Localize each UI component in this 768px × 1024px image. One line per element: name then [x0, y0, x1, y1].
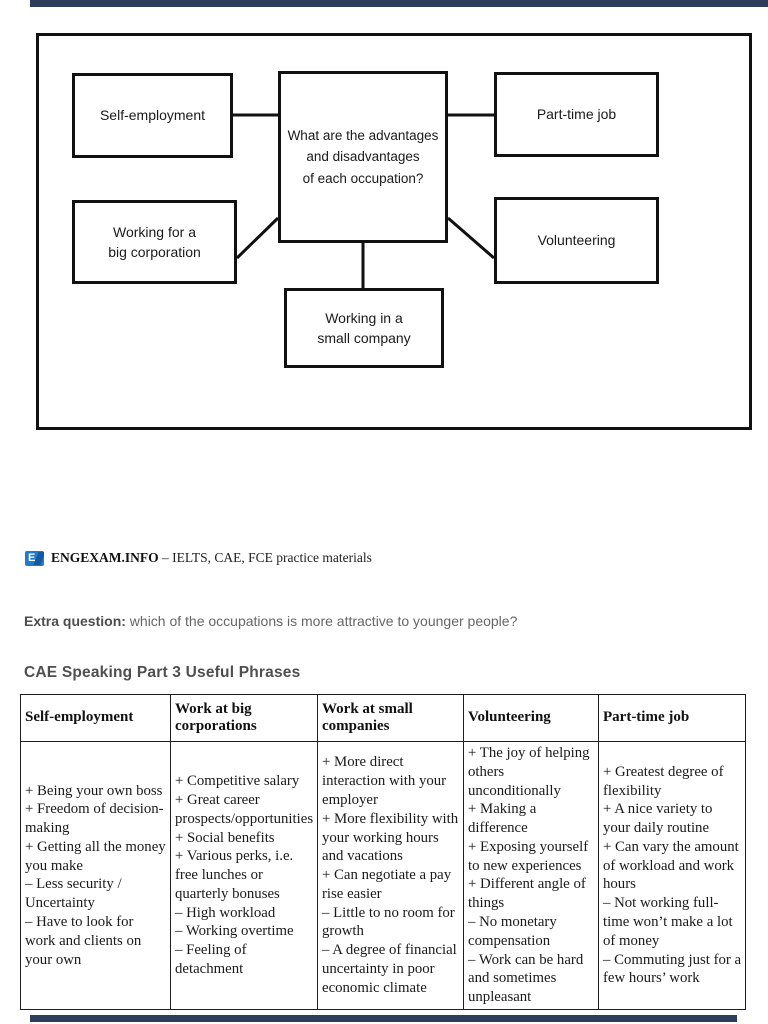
cell-part-time-job: + Greatest degree of flexibility + A nic… — [598, 741, 746, 1010]
node-part-time-job: Part-time job — [494, 72, 659, 157]
section-title: CAE Speaking Part 3 Useful Phrases — [24, 664, 301, 681]
page-top-separator — [30, 0, 768, 7]
node-working-big-corporation: Working for a big corporation — [72, 200, 237, 284]
occupations-diagram: Self-employment What are the advantages … — [36, 33, 752, 430]
engexam-logo-icon: E — [25, 550, 44, 566]
cell-self-employment: + Being your own boss + Freedom of decis… — [20, 741, 171, 1010]
useful-phrases-table: Self-employment Work at big corporations… — [20, 694, 746, 1010]
table-body-row: + Being your own boss + Freedom of decis… — [20, 741, 746, 1010]
node-self-employment: Self-employment — [72, 73, 233, 158]
brand-row: E ENGEXAM.INFO – IELTS, CAE, FCE practic… — [25, 550, 372, 566]
brand-tagline: – IELTS, CAE, FCE practice materials — [162, 550, 372, 565]
logo-letter: E — [28, 551, 36, 564]
header-small-companies: Work at small companies — [317, 694, 464, 742]
diagram-connector-lines — [233, 113, 495, 288]
extra-question-label: Extra question: — [24, 613, 126, 629]
brand-text: ENGEXAM.INFO – IELTS, CAE, FCE practice … — [51, 550, 372, 566]
header-self-employment: Self-employment — [20, 694, 171, 742]
extra-question-text: which of the occupations is more attract… — [129, 613, 518, 629]
node-central-question: What are the advantages and disadvantage… — [278, 71, 448, 243]
page-bottom-separator — [30, 1015, 737, 1022]
extra-question: Extra question: which of the occupations… — [24, 613, 517, 629]
node-working-small-company: Working in a small company — [284, 288, 444, 368]
cell-volunteering: + The joy of helping others unconditiona… — [463, 741, 599, 1010]
header-big-corporations: Work at big corporations — [170, 694, 318, 742]
brand-name: ENGEXAM.INFO — [51, 550, 159, 565]
table-header-row: Self-employment Work at big corporations… — [20, 694, 746, 742]
cell-big-corporations: + Competitive salary + Great career pros… — [170, 741, 318, 1010]
node-volunteering: Volunteering — [494, 197, 659, 284]
cell-small-companies: + More direct interaction with your empl… — [317, 741, 464, 1010]
header-volunteering: Volunteering — [463, 694, 599, 742]
header-part-time-job: Part-time job — [598, 694, 746, 742]
